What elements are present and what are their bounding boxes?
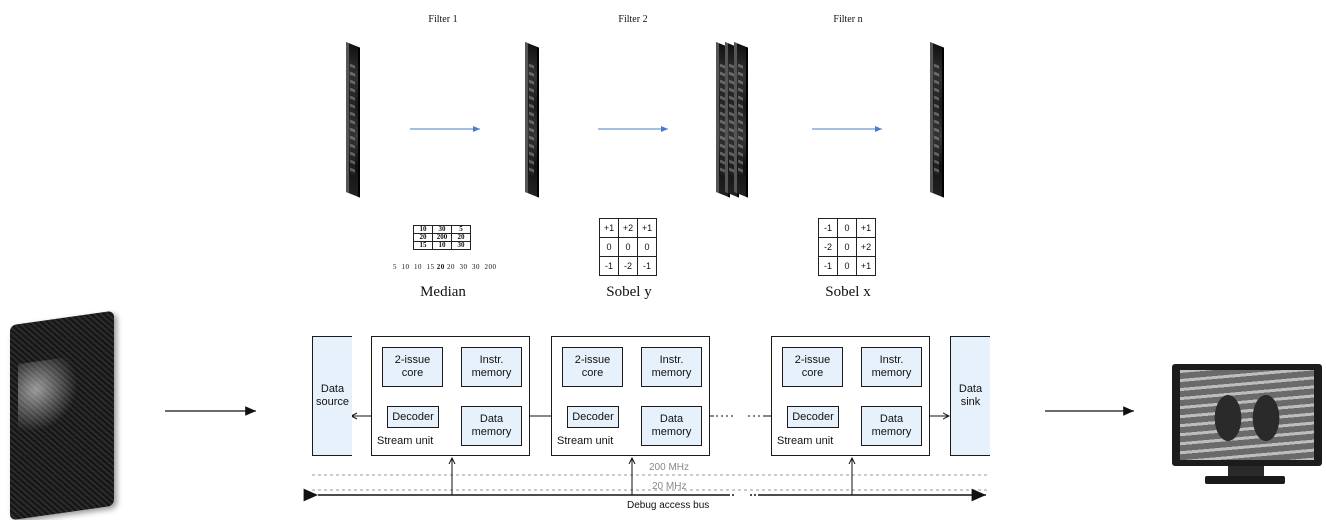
- instr-memory-block: Instr. memory: [641, 347, 702, 387]
- decoder-block: Decoder: [787, 406, 839, 428]
- data-source-block: Data source: [312, 336, 352, 456]
- filter-2-title: Filter 2: [618, 14, 648, 25]
- data-memory-block: Data memory: [861, 406, 922, 446]
- median-label: Median: [420, 284, 466, 300]
- sobel-x-cell: +2: [856, 237, 876, 257]
- filter-1-title: Filter 1: [428, 14, 458, 25]
- sobel-y-label: Sobel y: [606, 284, 652, 300]
- sobel-x-cell: 0: [837, 218, 857, 238]
- instr-memory-block: Instr. memory: [461, 347, 522, 387]
- sobel-x-cell: -1: [818, 256, 838, 276]
- sobel-x-cell: -2: [818, 237, 838, 257]
- decoder-block: Decoder: [387, 406, 439, 428]
- sobel-y-cell: 0: [599, 237, 619, 257]
- sobel-y-cell: -2: [618, 256, 638, 276]
- monitor-stand-neck: [1228, 466, 1264, 476]
- sobel-y-cell: -1: [599, 256, 619, 276]
- sobel-x-cell: +1: [856, 218, 876, 238]
- debug-bus-label: Debug access bus: [627, 500, 710, 511]
- sobel-y-cell: +2: [618, 218, 638, 238]
- core-block: 2-issue core: [382, 347, 443, 387]
- stream-unit-label: Stream unit: [557, 435, 614, 447]
- median-cell: 30: [451, 241, 471, 250]
- sobel-y-cell: +1: [599, 218, 619, 238]
- instr-memory-block: Instr. memory: [861, 347, 922, 387]
- monitor-stand-base: [1205, 476, 1285, 484]
- xray-detector-panel: [10, 310, 114, 520]
- sobel-x-cell: +1: [856, 256, 876, 276]
- sobel-x-cell: 0: [837, 237, 857, 257]
- sobel-y-cell: 0: [637, 237, 657, 257]
- stream-unit-2: 2-issue core Instr. memory Decoder Data …: [551, 336, 710, 456]
- freq-20mhz-label: 20 MHz: [652, 481, 687, 492]
- sorted-before: 5 10 10 15: [393, 263, 437, 271]
- monitor-chest-xray: [1180, 370, 1314, 460]
- stream-unit-label: Stream unit: [777, 435, 834, 447]
- data-memory-block: Data memory: [461, 406, 522, 446]
- sobel-y-cell: 0: [618, 237, 638, 257]
- stream-unit-n: 2-issue core Instr. memory Decoder Data …: [771, 336, 930, 456]
- sobel-y-cell: +1: [637, 218, 657, 238]
- median-cell: 15: [413, 241, 433, 250]
- median-kernel-grid: 10 30 5 20 200 20 15 10 30: [413, 225, 471, 250]
- sobel-x-label: Sobel x: [825, 284, 871, 300]
- median-cell: 10: [432, 241, 452, 250]
- sobel-x-cell: -1: [818, 218, 838, 238]
- core-block: 2-issue core: [562, 347, 623, 387]
- filter-n-title: Filter n: [833, 14, 863, 25]
- data-memory-block: Data memory: [641, 406, 702, 446]
- sobel-y-kernel-grid: +1 +2 +1 0 0 0 -1 -2 -1: [599, 218, 657, 276]
- sobel-x-cell: 0: [837, 256, 857, 276]
- sobel-x-kernel-grid: -1 0 +1 -2 0 +2 -1 0 +1: [818, 218, 876, 276]
- sobel-y-cell: -1: [637, 256, 657, 276]
- stream-unit-label: Stream unit: [377, 435, 434, 447]
- freq-200mhz-label: 200 MHz: [649, 462, 690, 473]
- sorted-median: 20: [436, 263, 445, 271]
- sorted-after: 20 30 30 200: [444, 263, 497, 271]
- decoder-block: Decoder: [567, 406, 619, 428]
- core-block: 2-issue core: [782, 347, 843, 387]
- stream-unit-1: 2-issue core Instr. memory Decoder Data …: [371, 336, 530, 456]
- data-sink-block: Data sink: [950, 336, 990, 456]
- median-sorted-values: 5 10 10 15 20 20 30 30 200: [393, 263, 497, 271]
